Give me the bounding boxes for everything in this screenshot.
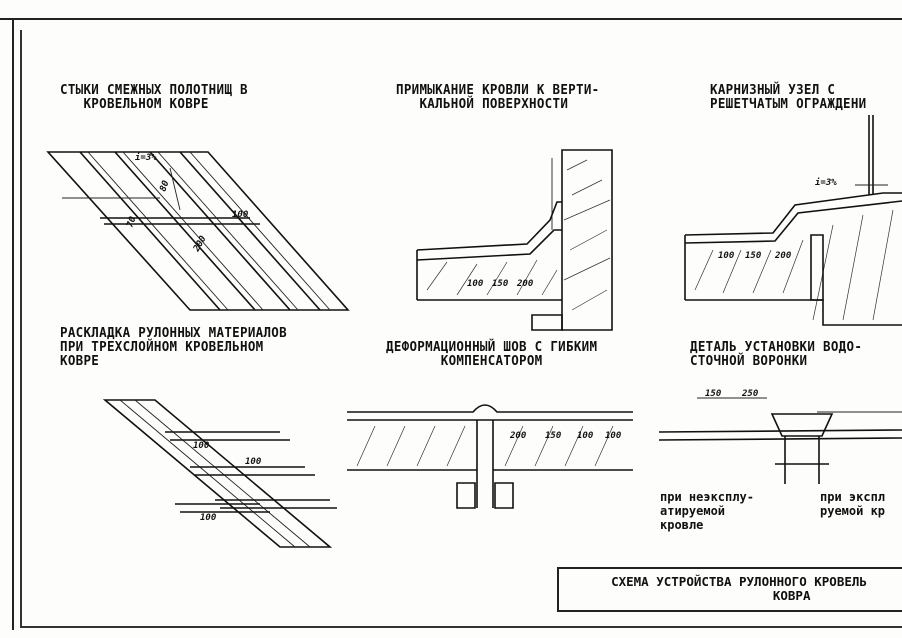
railing <box>855 115 888 195</box>
eaves-title: КАРНИЗНЫЙ УЗЕЛ С РЕШЕТЧАТЫМ ОГРАЖДЕНИ <box>710 80 867 112</box>
joints-dim-4: 200 <box>191 234 209 254</box>
sheet-title: СХЕМА УСТРОЙСТВА РУЛОННОГО КРОВЕЛЬ КОВРА <box>611 574 867 603</box>
eaves-dims: i=3% 100 150 200 <box>718 177 837 261</box>
expansion-dim-4: 100 <box>605 431 622 441</box>
abutment-dim-1: 100 <box>467 279 484 289</box>
sheet-border-left <box>20 30 22 626</box>
layout-title: РАСКЛАДКА РУЛОННЫХ МАТЕРИАЛОВ ПРИ ТРЕХСЛ… <box>60 323 287 369</box>
eaves-dim-2: 150 <box>745 251 762 261</box>
roof-slab <box>416 201 563 331</box>
joints-dim-3: 100 <box>232 210 249 220</box>
joints-dim-slope: i=3% <box>135 152 157 163</box>
joints-dims: i=3% 80 70 100 200 <box>125 152 248 254</box>
joints-title: СТЫКИ СМЕЖНЫХ ПОЛОТНИЩ В КРОВЕЛЬНОМ КОВР… <box>60 80 248 112</box>
drain-dim-1: 150 <box>705 389 722 399</box>
layout-dim-2: 100 <box>245 457 262 467</box>
title-block <box>557 567 902 612</box>
vertical-wall <box>551 149 613 331</box>
eaves-dim-1: 100 <box>718 251 735 261</box>
eaves-slab <box>684 192 902 326</box>
layout-dim-1: 100 <box>193 441 210 451</box>
drain-note-unused-roof: при неэксплу- атируемой кровле <box>660 490 754 532</box>
drain-dims: 150 250 <box>705 389 759 399</box>
abutment-drawing: 100 150 200 <box>416 149 613 331</box>
drain-drawing: 150 250 <box>658 389 902 484</box>
abutment-dim-3: 200 <box>516 279 534 289</box>
joints-dim-2: 70 <box>125 215 138 229</box>
roll-strips <box>46 151 350 311</box>
expansion-slab <box>347 404 633 509</box>
layout-dims: 100 100 100 <box>193 441 262 523</box>
joints-drawing: i=3% 80 70 100 200 <box>46 151 350 311</box>
sheet-frame-top <box>0 18 902 20</box>
eaves-dim-3: 200 <box>774 251 792 261</box>
expansion-dim-3: 100 <box>577 431 594 441</box>
expansion-dim-1: 200 <box>509 431 527 441</box>
eaves-drawing: i=3% 100 150 200 <box>684 115 902 326</box>
abutment-dim-2: 150 <box>492 279 509 289</box>
abutment-title: ПРИМЫКАНИЕ КРОВЛИ К ВЕРТИ- КАЛЬНОЙ ПОВЕР… <box>396 80 600 112</box>
sheet-border-bottom <box>20 626 902 628</box>
layout-drawing: 100 100 100 <box>102 399 337 548</box>
drain-title: ДЕТАЛЬ УСТАНОВКИ ВОДО- СТОЧНОЙ ВОРОНКИ <box>690 337 863 369</box>
abutment-dims: 100 150 200 <box>467 279 534 289</box>
expansion-drawing: 200 150 100 100 <box>347 404 633 509</box>
expansion-dim-2: 150 <box>545 431 562 441</box>
expansion-dims: 200 150 100 100 <box>509 431 622 441</box>
drain-dim-2: 250 <box>741 389 759 399</box>
layered-rolls <box>102 399 337 548</box>
expansion-title: ДЕФОРМАЦИОННЫЙ ШОВ С ГИБКИМ КОМПЕНСАТОРО… <box>386 337 598 369</box>
sheet-frame-left <box>12 18 14 630</box>
drain-funnel <box>658 397 902 484</box>
eaves-dim-slope: i=3% <box>815 177 837 188</box>
layout-dim-3: 100 <box>200 513 217 523</box>
drain-note-used-roof: при экспл руемой кр <box>820 490 886 518</box>
joints-dim-1: 80 <box>158 179 171 193</box>
